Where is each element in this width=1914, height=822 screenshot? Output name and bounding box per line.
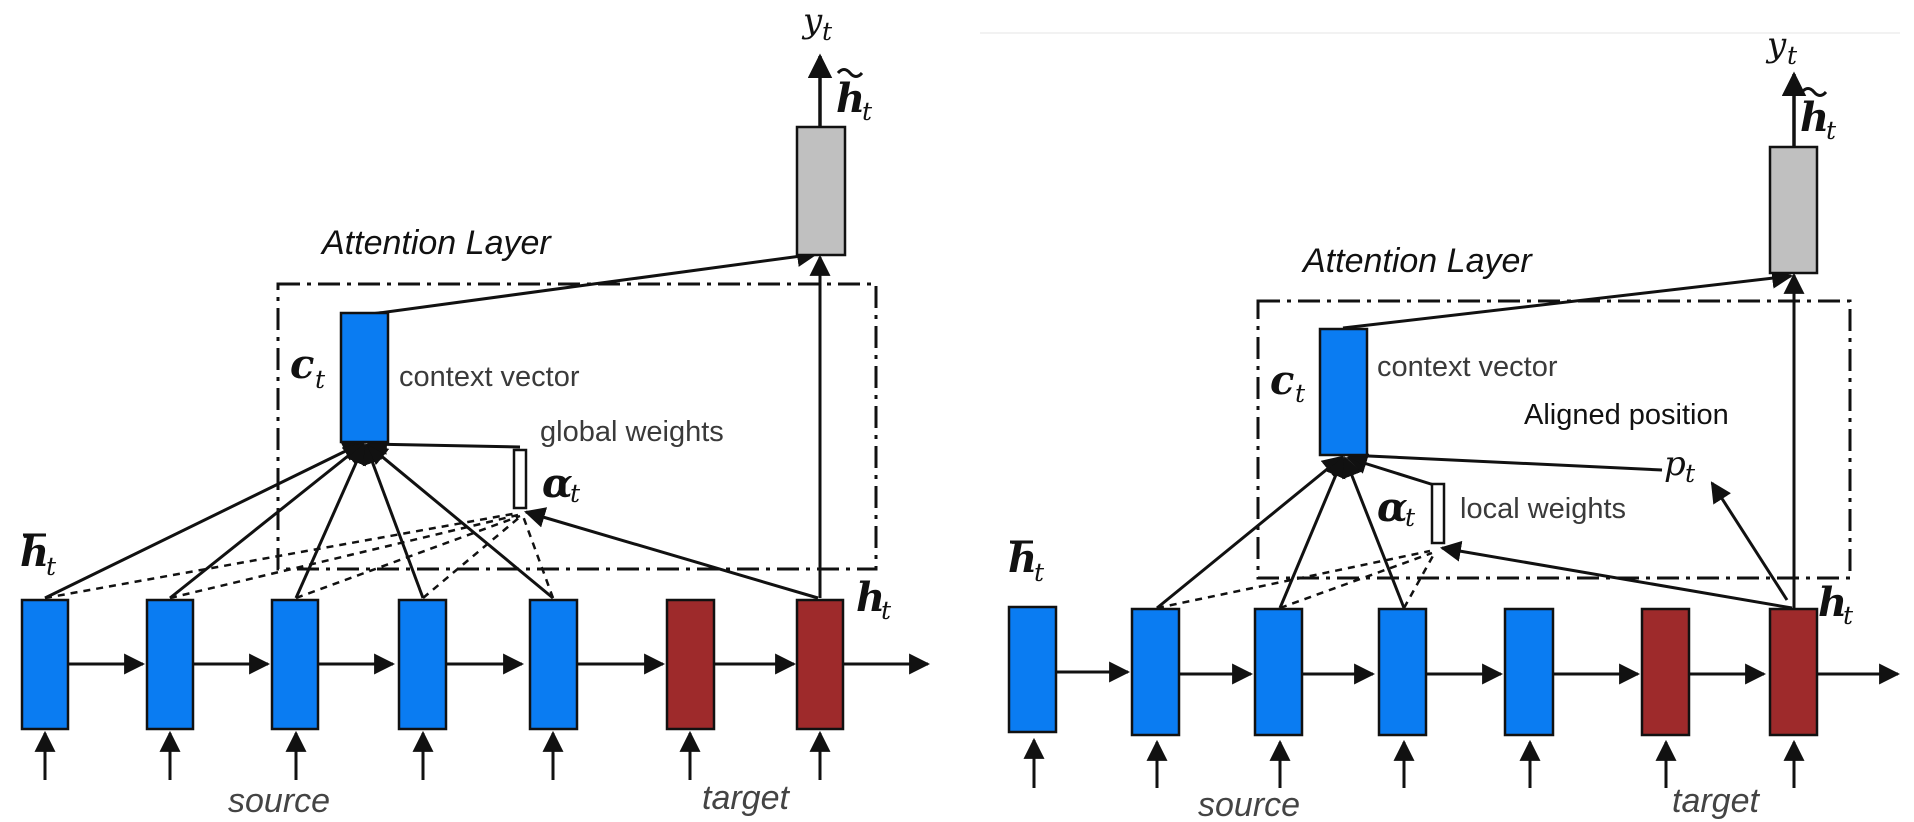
svg-text:t: t xyxy=(46,552,57,581)
local-target-to-alpha-arrow xyxy=(1439,540,1793,610)
local-source-label: source xyxy=(1198,786,1300,822)
svg-text:p: p xyxy=(1664,444,1686,484)
local-attention-output-cell xyxy=(1768,145,1819,275)
global-source-cell-5 xyxy=(528,598,579,731)
local-c-t-symbol: c t xyxy=(1270,357,1306,408)
local-p-t-symbol: p t xyxy=(1664,444,1696,488)
svg-text:h: h xyxy=(836,75,865,122)
local-target-label: target xyxy=(1672,782,1760,820)
svg-text:t: t xyxy=(822,17,833,46)
global-source-cell-4 xyxy=(397,598,448,731)
local-y-t-symbol: y t xyxy=(1765,25,1798,70)
local-source-cell-3 xyxy=(1253,607,1304,737)
global-target-to-alpha-arrow xyxy=(523,507,819,600)
svg-text:y: y xyxy=(1765,25,1787,65)
local-context-vector-label: context vector xyxy=(1377,351,1558,383)
svg-text:c: c xyxy=(290,341,314,388)
global-h-tilde-t-symbol: h t xyxy=(836,68,873,126)
local-h-tilde-t-symbol: h t xyxy=(1800,87,1837,145)
svg-text:t: t xyxy=(1826,116,1837,145)
global-context-vector-label: context vector xyxy=(399,361,580,393)
svg-text:t: t xyxy=(862,97,873,126)
local-h-bar-t-symbol: h t xyxy=(1008,535,1045,587)
svg-text:h: h xyxy=(856,574,885,621)
svg-text:h: h xyxy=(1800,94,1829,141)
svg-text:h: h xyxy=(20,529,49,576)
global-cells xyxy=(20,125,847,731)
global-alpha-t-symbol: α t xyxy=(542,460,581,508)
svg-text:c: c xyxy=(1270,357,1294,404)
local-alignment-weights-cell xyxy=(1430,482,1446,545)
global-dashed-alignment-lines xyxy=(44,511,555,600)
global-attention-panel: Attention Layer xyxy=(20,1,931,820)
local-target-cell-2 xyxy=(1768,607,1819,737)
global-source-label: source xyxy=(228,782,330,820)
global-alignment-weights-cell xyxy=(512,448,528,510)
local-source-cell-2 xyxy=(1130,607,1181,737)
global-source-to-context-arrows xyxy=(44,433,554,600)
local-source-cell-4 xyxy=(1377,607,1428,737)
svg-text:t: t xyxy=(315,365,326,394)
local-attention-panel: Attention Layer xyxy=(980,25,1901,822)
global-target-label: target xyxy=(702,779,790,817)
global-attention-layer-title: Attention Layer xyxy=(320,224,552,262)
svg-text:t: t xyxy=(1787,41,1798,70)
local-context-to-output-arrow xyxy=(1342,267,1794,330)
local-target-cell-1 xyxy=(1640,607,1691,737)
local-source-cell-1 xyxy=(1007,605,1058,734)
svg-text:t: t xyxy=(1685,459,1696,488)
global-attention-box xyxy=(276,282,878,571)
global-input-arrows xyxy=(34,730,831,780)
svg-text:y: y xyxy=(801,1,823,41)
local-aligned-position-label: Aligned position xyxy=(1524,399,1729,431)
global-context-to-output-arrow xyxy=(363,246,819,317)
svg-text:α: α xyxy=(542,460,573,507)
global-context-vector-cell xyxy=(339,311,390,444)
global-target-cell-2 xyxy=(795,598,845,731)
local-alpha-t-symbol: α t xyxy=(1377,484,1416,532)
local-source-cell-5 xyxy=(1503,607,1555,737)
svg-text:t: t xyxy=(1034,558,1045,587)
global-source-cell-2 xyxy=(145,598,195,731)
svg-text:t: t xyxy=(1295,379,1306,408)
global-weights-label: global weights xyxy=(540,416,724,448)
global-h-t-symbol: h t xyxy=(856,574,892,625)
global-h-bar-t-symbol: h t xyxy=(20,529,57,581)
local-dashed-alignment-lines xyxy=(1156,549,1436,610)
local-attention-layer-title: Attention Layer xyxy=(1301,242,1533,280)
local-recurrent-arrows xyxy=(1056,661,1901,685)
local-attention-box xyxy=(1256,299,1852,580)
global-c-t-symbol: c t xyxy=(290,341,326,394)
svg-text:t: t xyxy=(1405,503,1416,532)
local-cells xyxy=(1007,145,1819,737)
svg-text:t: t xyxy=(1843,601,1854,630)
svg-text:t: t xyxy=(570,479,581,508)
global-source-cell-3 xyxy=(270,598,320,731)
local-context-vector-cell xyxy=(1318,327,1369,457)
local-h-t-symbol: h t xyxy=(1818,579,1854,630)
svg-text:t: t xyxy=(881,596,892,625)
local-weights-label: local weights xyxy=(1460,493,1626,525)
local-input-arrows xyxy=(1023,737,1805,788)
svg-text:h: h xyxy=(1008,535,1037,582)
global-y-t-symbol: y t xyxy=(801,1,833,46)
global-attention-output-cell xyxy=(795,125,847,257)
local-target-to-position-arrow xyxy=(1710,481,1789,601)
local-source-to-context-arrows xyxy=(1156,445,1663,610)
svg-text:α: α xyxy=(1377,484,1408,531)
svg-text:h: h xyxy=(1818,579,1847,626)
global-target-cell-1 xyxy=(665,598,716,731)
global-source-cell-1 xyxy=(20,598,70,731)
